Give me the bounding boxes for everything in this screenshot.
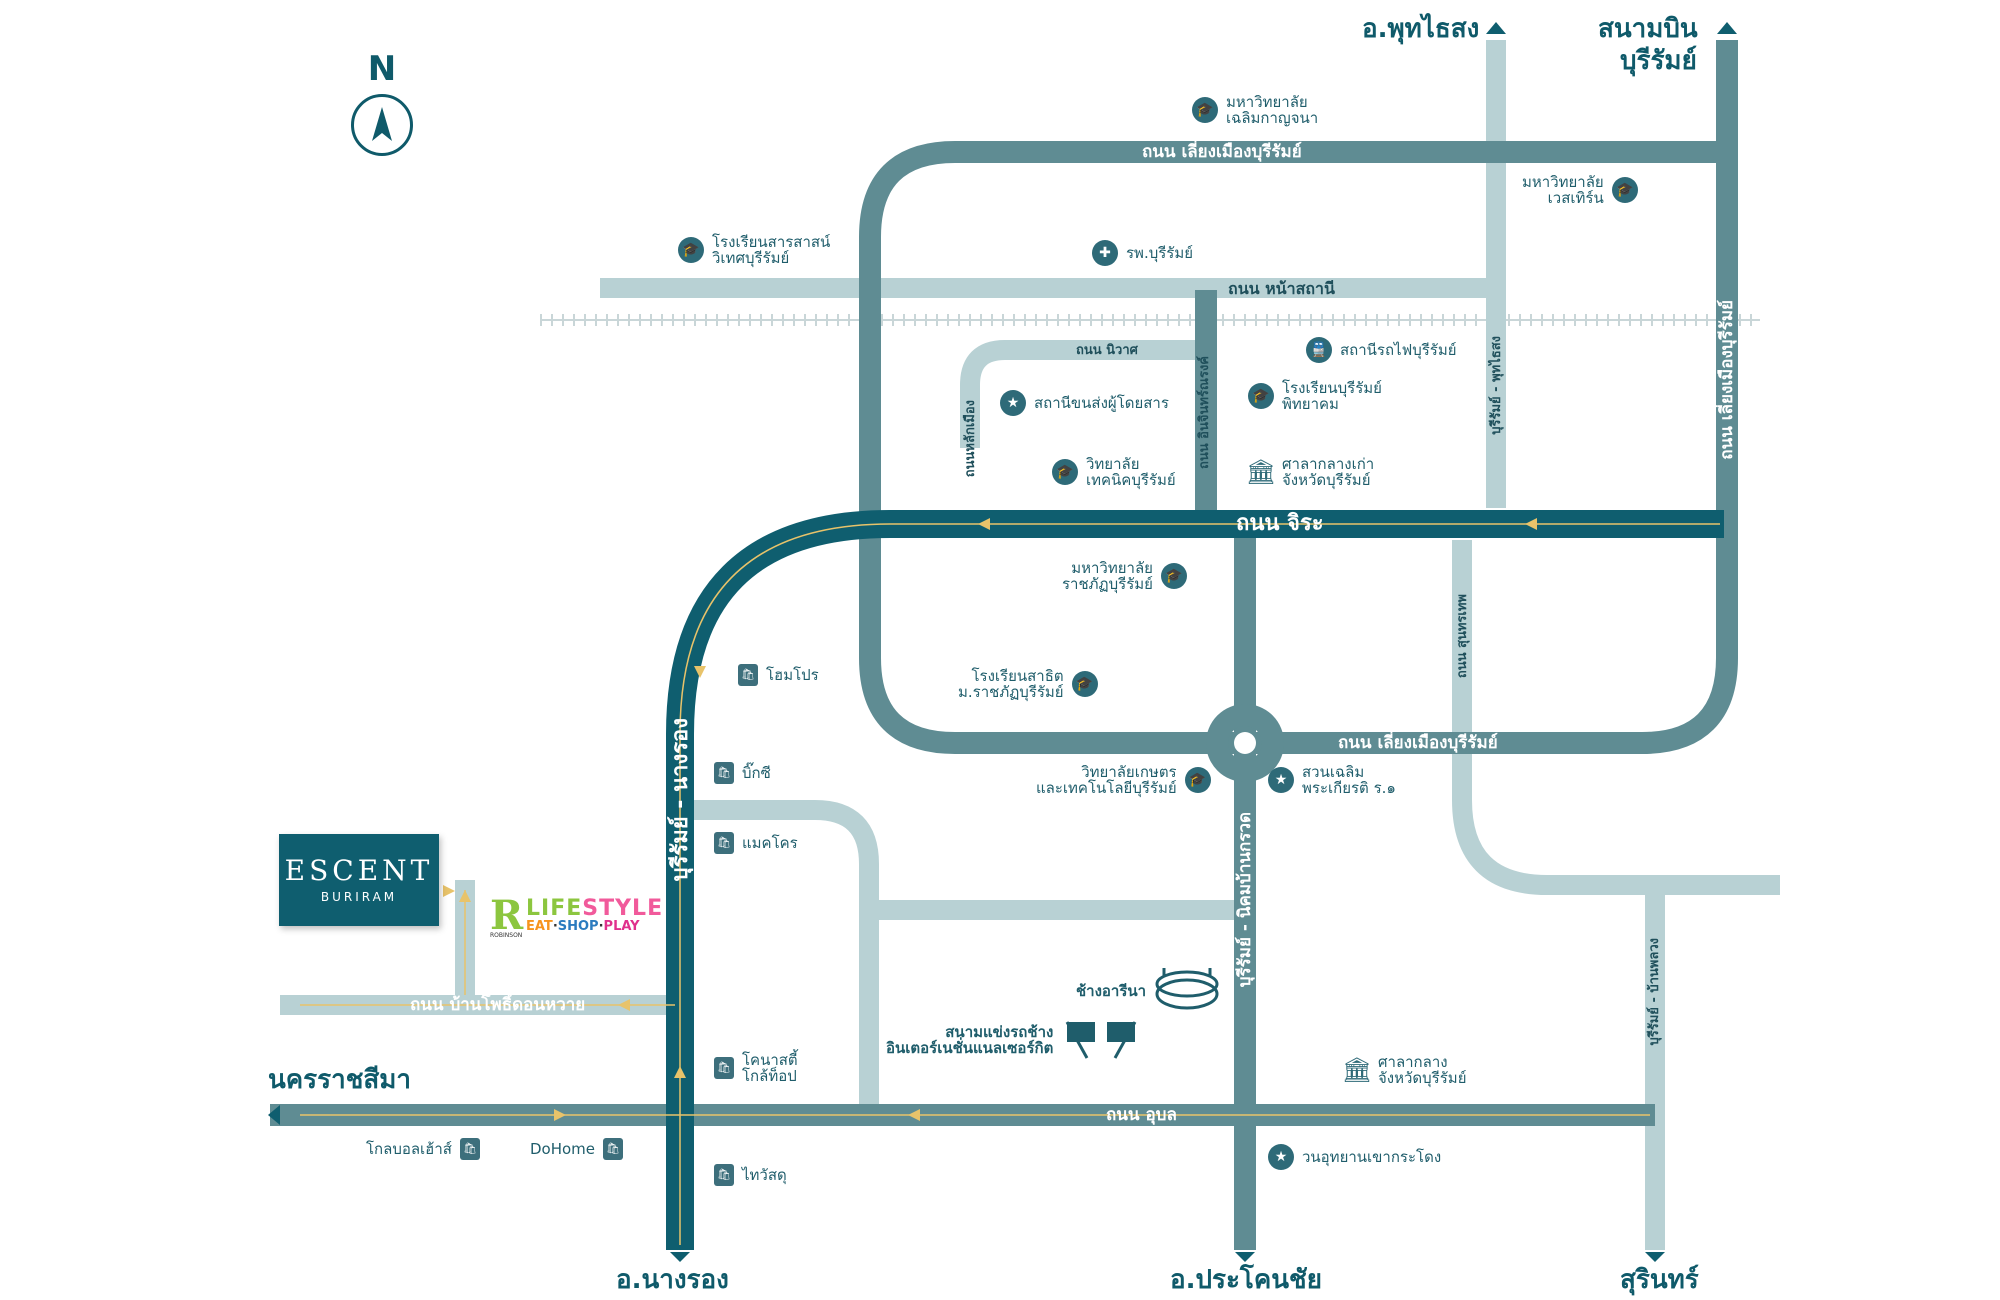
checkered-flag-icon [1061,1016,1141,1063]
star-icon: ★ [1268,1144,1294,1170]
place-kosmos: 🛍 โคนาสตี้โกล้ท็อป [714,1052,798,1084]
compass-arrow-icon [351,94,413,156]
graduation-cap-icon: 🎓 [1192,97,1218,123]
place-sarasas: 🎓 โรงเรียนสารสาสน์วิเทศบุรีรัมย์ [678,234,830,266]
place-chalerm: 🎓 มหาวิทยาลัยเฉลิมกาญจนา [1192,94,1318,126]
shopping-bag-icon: 🛍 [459,1138,480,1160]
place-circuit: สนามแข่งรถช้างอินเตอร์เนชั่นแนลเซอร์กิต [886,1016,1141,1063]
graduation-cap-icon: 🎓 [678,237,704,263]
graduation-cap-icon: 🎓 [1160,563,1187,589]
escent-buriram-logo: ESCENT BURIRAM [279,834,439,926]
graduation-cap-icon: 🎓 [1071,671,1098,697]
place-dohome: 🛍 DoHome [530,1138,624,1160]
place-old-city-hall: 🏛 ศาลากลางเก่าจังหวัดบุรีรัมย์ [1245,455,1375,489]
stadium-icon [1154,966,1220,1015]
robinson-lifestyle-logo: R LIFESTYLE EAT·SHOP·PLAY ROBINSON [490,892,664,940]
shopping-bag-icon: 🛍 [714,1057,734,1079]
star-icon: ★ [1000,390,1026,416]
brand-sub: BURIRAM [320,890,398,904]
place-makro: 🛍 แมคโคร [714,832,798,854]
graduation-cap-icon: 🎓 [1052,459,1078,485]
place-homepro: 🛍 โฮมโปร [738,664,819,686]
place-train-station: 🚆 สถานีรถไฟบุรีรัมย์ [1306,337,1457,363]
place-thai-watsadu: 🛍 ไทวัสดุ [714,1164,787,1186]
graduation-cap-icon: 🎓 [1184,767,1211,793]
place-rajabhat: 🎓 มหาวิทยาลัยราชภัฏบุรีรัมย์ [1062,560,1187,592]
direction-arrows [443,518,1537,1121]
train-icon: 🚆 [1306,337,1332,363]
shopping-bag-icon: 🛍 [714,1164,734,1186]
place-bigc: 🛍 บิ๊กซี [714,762,771,784]
secondary-roads [270,40,1738,1250]
minor-roads [280,40,1780,1250]
north-compass: N [349,50,415,156]
place-new-city-hall: 🏛 ศาลากลางจังหวัดบุรีรัมย์ [1341,1053,1467,1087]
place-bus-station: ★ สถานีขนส่งผู้โดยสาร [1000,390,1169,416]
shopping-bag-icon: 🛍 [738,664,758,686]
star-icon: ★ [1268,767,1294,793]
graduation-cap-icon: 🎓 [1248,383,1274,409]
shopping-bag-icon: 🛍 [603,1138,624,1160]
graduation-cap-icon: 🎓 [1611,177,1638,203]
road-center-lines [300,523,1720,1245]
place-satit: 🎓 โรงเรียนสาธิตม.ราชภัฏบุรีรัมย์ [958,668,1098,700]
place-phitthayakhom: 🎓 โรงเรียนบุรีรัมย์พิทยาคม [1248,380,1382,412]
shopping-bag-icon: 🛍 [714,832,734,854]
place-agri-college: 🎓 วิทยาลัยเกษตรและเทคโนโลยีบุรีรัมย์ [1036,764,1211,796]
hospital-cross-icon: ✚ [1092,240,1118,266]
government-building-icon: 🏛 [1245,458,1277,486]
place-western: 🎓 มหาวิทยาลัยเวสเทิร์น [1522,174,1638,206]
place-hospital: ✚ รพ.บุรีรัมย์ [1092,240,1193,266]
place-tech-college: 🎓 วิทยาลัยเทคนิคบุรีรัมย์ [1052,456,1176,488]
compass-letter: N [367,49,397,89]
government-building-icon: 🏛 [1341,1056,1373,1084]
brand-name: ESCENT [284,854,434,887]
terminal-arrows [268,22,1737,1262]
place-khao-kradong: ★ วนอุทยานเขากระโดง [1268,1144,1441,1170]
shopping-bag-icon: 🛍 [714,762,734,784]
place-chang-arena: ช้างอารีนา [1076,966,1220,1015]
place-park: ★ สวนเฉลิมพระเกียรติ ร.๑ [1268,764,1396,796]
place-global-house: 🛍 โกลบอลเฮ้าส์ [366,1138,480,1160]
